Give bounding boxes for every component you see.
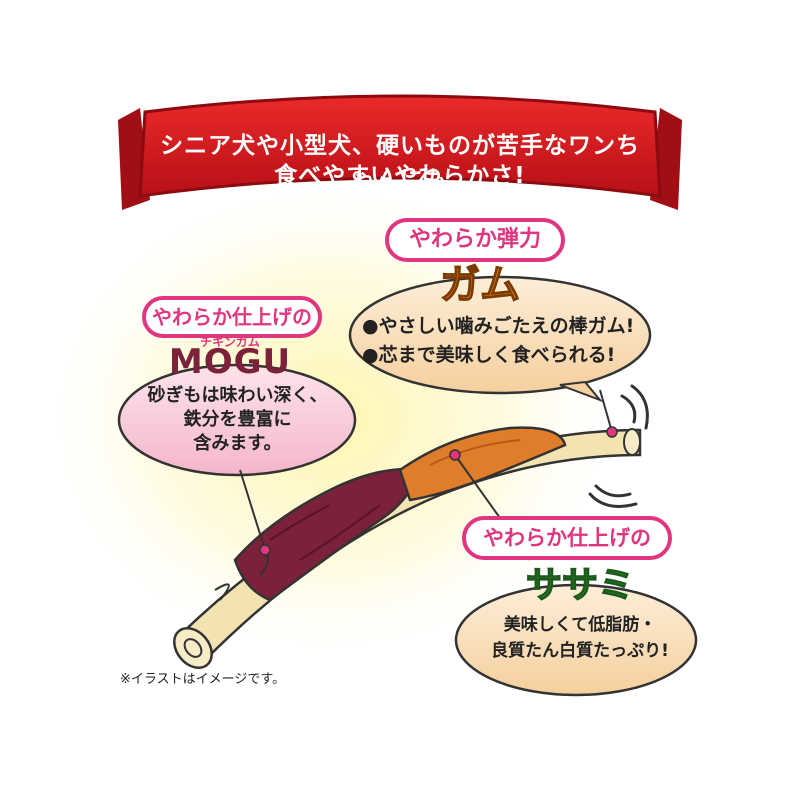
sasami-badge: やわらか仕上げの [462,516,672,560]
mogu-pointer [239,469,266,551]
chew-stick [173,426,642,669]
mogu-description: 砂ぎもは味わい深く、 鉄分を豊富に 含みます。 [140,384,335,456]
footnote: ※イラストはイメージです。 [120,672,286,687]
gum-info-oval [348,275,652,395]
sasami-name: ササミ [525,564,635,607]
banner-ribbon [118,94,682,210]
banner-line-2: 食べやすいやわらかさ! [274,163,526,189]
gum-badge: やわらか弾力 [385,218,565,262]
mogu-badge: やわらか仕上げの [142,296,322,338]
sasami-info-oval [454,583,698,697]
gum-point-1: ●やさしい噛みごたえの棒ガム! [362,315,635,337]
chicken-wrap [398,426,567,502]
sasami-desc-line-1: 美味しくて低脂肪・ [503,615,657,635]
wiggle-marks [588,384,649,508]
stick-end [173,627,213,669]
banner-line-1: シニア犬や小型犬、硬いものが苦手なワンちゃんにも [160,133,640,193]
mogu-desc-line-2: 鉄分を豊富に [183,409,292,430]
mogu-desc-line-3: 含みます。 [193,433,282,454]
gum-pointer [599,389,613,433]
mogu-desc-line-1: 砂ぎもは味わい深く、 [147,385,328,406]
sasami-description: 美味しくて低脂肪・ 良質たん白質たっぷり! [470,612,690,664]
mogu-ruby: チキンガム [200,335,260,349]
mogu-info-oval [117,363,357,477]
sasami-desc-line-2: 良質たん白質たっぷり! [491,641,669,661]
gum-point-2: ●芯まで美味しく食べられる! [362,344,616,366]
mogu-name: MOGU [168,342,292,382]
gum-name: ガム [439,261,521,309]
